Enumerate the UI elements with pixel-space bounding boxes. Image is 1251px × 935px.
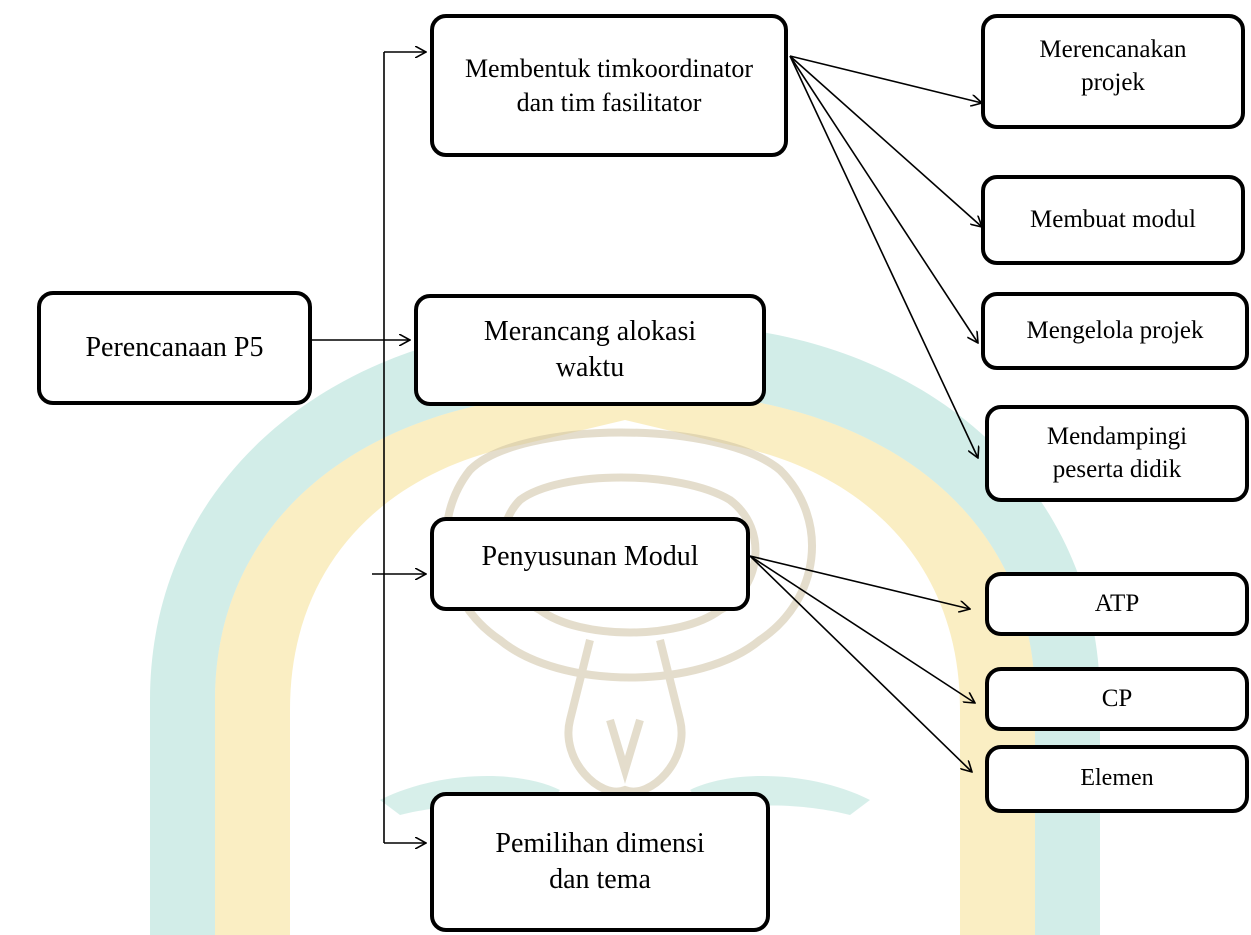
node-merencanakan-projek: Merencanakan projek xyxy=(981,14,1245,129)
modul-to-cp-arrow xyxy=(749,555,975,703)
node-penyusunan-modul: Penyusunan Modul xyxy=(430,517,750,611)
node-label: Merancang alokasi waktu xyxy=(483,315,697,383)
node-label: Merencanakan projek xyxy=(1039,36,1187,96)
node-mendampingi-peserta-didik: Mendampingi peserta didik xyxy=(985,405,1249,502)
node-label: Mendampingi peserta didik xyxy=(1046,423,1188,483)
node-label: Penyusunan Modul xyxy=(481,541,699,572)
modul-to-atp-arrow xyxy=(749,555,970,609)
node-pemilihan-dimensi-tema: Pemilihan dimensi dan tema xyxy=(430,792,770,932)
node-cp: CP xyxy=(985,667,1249,731)
node-mengelola-projek: Mengelola projek xyxy=(981,292,1249,370)
tim-to-rencana-arrow xyxy=(789,55,982,103)
tim-to-buat-arrow xyxy=(789,55,982,227)
node-label: Pemilihan dimensi dan tema xyxy=(495,827,705,895)
modul-to-elemen-arrow xyxy=(749,555,972,772)
node-label: Mengelola projek xyxy=(1026,316,1204,344)
tim-to-damping-arrow xyxy=(789,55,978,458)
node-elemen: Elemen xyxy=(985,745,1249,813)
node-membuat-modul: Membuat modul xyxy=(981,175,1245,265)
node-label: Membentuk timkoordinator dan tim fasilit… xyxy=(464,53,754,117)
node-perencanaan-p5: Perencanaan P5 xyxy=(37,291,312,405)
node-label: ATP xyxy=(1094,589,1140,617)
node-merancang-alokasi-waktu: Merancang alokasi waktu xyxy=(414,294,766,406)
node-label: Perencanaan P5 xyxy=(85,331,264,363)
node-label: Elemen xyxy=(1080,765,1154,792)
node-atp: ATP xyxy=(985,572,1249,636)
tim-to-kelola-arrow xyxy=(789,55,978,343)
node-membentuk-tim: Membentuk timkoordinator dan tim fasilit… xyxy=(430,14,788,157)
node-label: CP xyxy=(1101,684,1133,712)
node-label: Membuat modul xyxy=(1030,205,1196,233)
